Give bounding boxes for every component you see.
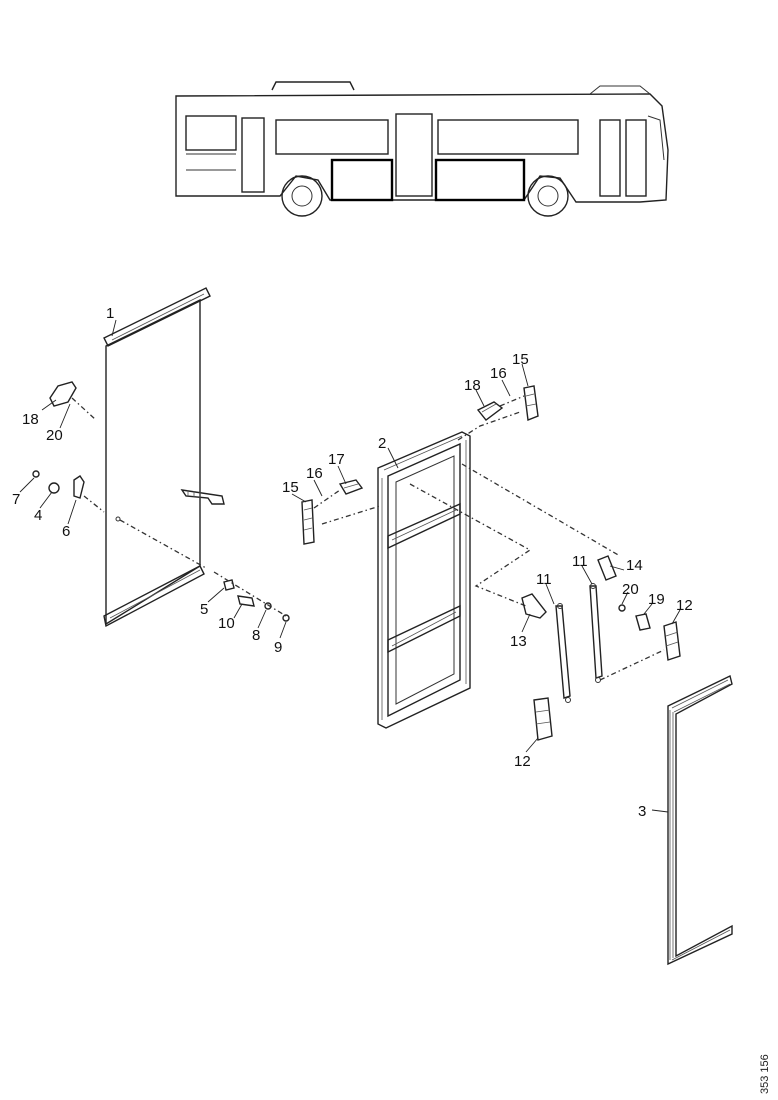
alignment-lines: [321, 411, 665, 681]
callout-11: 11: [572, 553, 588, 570]
bus-overview-illustration: [175, 81, 669, 217]
outer-panel-part-1: [103, 287, 225, 628]
callout-20: 20: [622, 581, 639, 598]
callout-13: 13: [510, 633, 527, 650]
callout-6: 6: [62, 523, 70, 540]
gas-struts-and-mounts: [521, 555, 681, 741]
callout-9: 9: [274, 639, 282, 656]
callout-3: 3: [638, 803, 646, 820]
callout-16: 16: [306, 465, 323, 482]
callout-20: 20: [46, 427, 63, 444]
bracket-set-right: [476, 385, 539, 421]
drawing-reference-number: 353 156: [759, 1054, 771, 1094]
hardware-group-left: [32, 381, 290, 622]
callout-1: 1: [106, 305, 114, 322]
callout-17: 17: [328, 451, 345, 468]
edge-seal-part-3: [667, 674, 733, 966]
leader-lines: [19, 319, 681, 813]
callout-12: 12: [514, 753, 531, 770]
callout-15: 15: [512, 351, 529, 368]
callout-18: 18: [22, 411, 39, 428]
callout-7: 7: [12, 491, 20, 508]
callout-12: 12: [676, 597, 693, 614]
callout-11: 11: [536, 571, 552, 588]
callout-5: 5: [200, 601, 208, 618]
bracket-set-left: [301, 479, 364, 545]
callout-8: 8: [252, 627, 260, 644]
callout-15: 15: [282, 479, 299, 496]
callout-19: 19: [648, 591, 665, 608]
callout-16: 16: [490, 365, 507, 382]
callout-2: 2: [378, 435, 386, 452]
callout-10: 10: [218, 615, 235, 632]
callout-18: 18: [464, 377, 481, 394]
callout-4: 4: [34, 507, 42, 524]
callout-labels: 1 18 20 7 4 6 5 10 8 9 2 15 16 17 18 16 …: [12, 305, 693, 820]
inner-frame-part-2: [377, 431, 471, 729]
callout-14: 14: [626, 557, 643, 574]
